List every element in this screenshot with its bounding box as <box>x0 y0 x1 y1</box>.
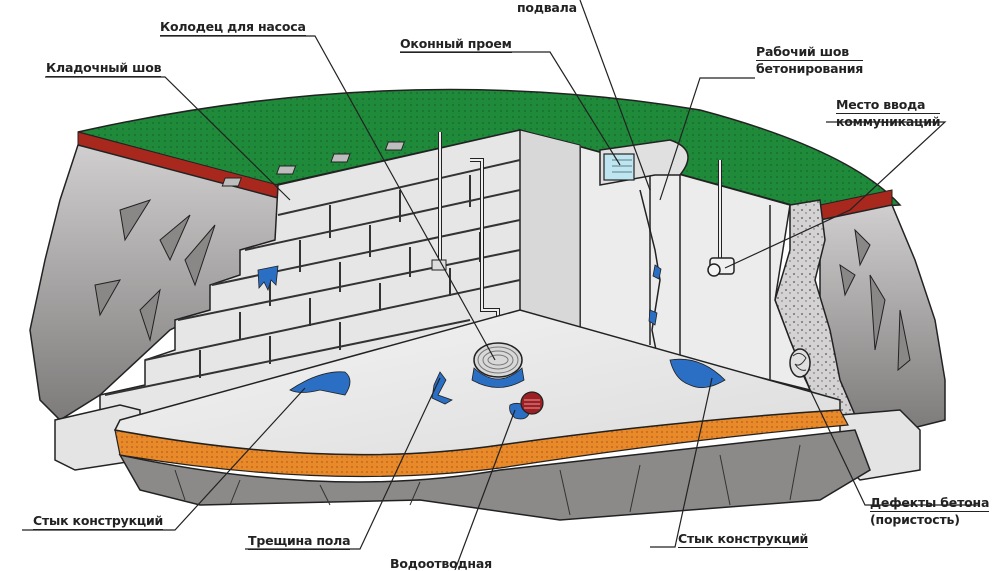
label-work-seam-line2: бетонирования <box>756 61 864 76</box>
label-basement-partial: подвала <box>517 0 577 15</box>
label-window-opening: Оконный проем <box>400 36 512 53</box>
label-utility-entry-line1: Место ввода <box>836 97 941 114</box>
label-work-seam-line1: Рабочий шов <box>756 44 864 61</box>
label-drain-partial: Водоотводная <box>390 556 492 571</box>
label-utility-entry-line2: коммуникаций <box>836 114 941 129</box>
sump-well <box>473 342 523 378</box>
label-joint-right: Стык конструкций <box>678 531 809 548</box>
label-work-seam: Рабочий шов бетонирования <box>756 44 863 76</box>
label-masonry-seam: Кладочный шов <box>46 60 162 77</box>
joint-leak-left <box>289 371 351 396</box>
label-joint-left: Стык конструкций <box>33 513 164 530</box>
grass-surface <box>77 88 902 211</box>
wall-corner <box>519 129 581 331</box>
window-glass <box>603 153 635 181</box>
floor-crack-leak <box>431 371 453 405</box>
label-concrete-defects-line2: (пористость) <box>870 512 960 527</box>
label-sump-well: Колодец для насоса <box>160 19 306 36</box>
floor-drain <box>520 391 544 415</box>
wall-crack <box>639 189 661 361</box>
label-concrete-defects-line1: Дефекты бетона <box>870 495 990 512</box>
gravel-cracks <box>174 444 801 516</box>
label-utility-entry: Место ввода коммуникаций <box>836 97 941 129</box>
gravel-base <box>118 429 871 521</box>
masonry-leak <box>257 265 279 292</box>
block-courses <box>104 159 521 396</box>
label-concrete-defects: Дефекты бетона (пористость) <box>870 495 989 527</box>
label-floor-crack: Трещина пола <box>248 533 351 550</box>
